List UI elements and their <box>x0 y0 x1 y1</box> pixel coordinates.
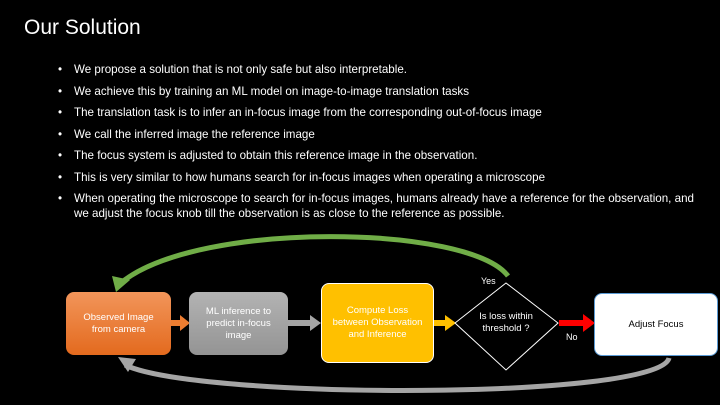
bullet-item: We achieve this by training an ML model … <box>58 84 708 99</box>
feedback-loop-arrow <box>123 356 672 393</box>
bullet-item: The translation task is to infer an in-f… <box>58 105 708 120</box>
decision-diamond <box>454 282 559 371</box>
bullet-item: The focus system is adjusted to obtain t… <box>58 148 708 163</box>
adjust-focus-box: Adjust Focus <box>594 293 718 356</box>
bullet-item: When operating the microscope to search … <box>58 191 708 221</box>
feedback-arrowhead <box>118 357 136 372</box>
compute-loss-box: Compute Loss between Observation and Inf… <box>321 283 434 363</box>
no-label: No <box>566 332 578 342</box>
yes-label: Yes <box>481 276 496 286</box>
decision-label: Is loss within threshold ? <box>479 311 533 334</box>
slide-title: Our Solution <box>24 16 141 39</box>
yes-arrowhead <box>112 276 130 292</box>
ml-inference-box: ML inference to predict in-focus image <box>189 292 288 355</box>
bullet-item: We call the inferred image the reference… <box>58 127 708 142</box>
bullet-item: This is very similar to how humans searc… <box>58 170 708 185</box>
bullet-list: We propose a solution that is not only s… <box>58 62 708 228</box>
yes-loop-arrow <box>120 234 510 284</box>
observed-image-box: Observed Image from camera <box>66 292 171 355</box>
bullet-item: We propose a solution that is not only s… <box>58 62 708 77</box>
